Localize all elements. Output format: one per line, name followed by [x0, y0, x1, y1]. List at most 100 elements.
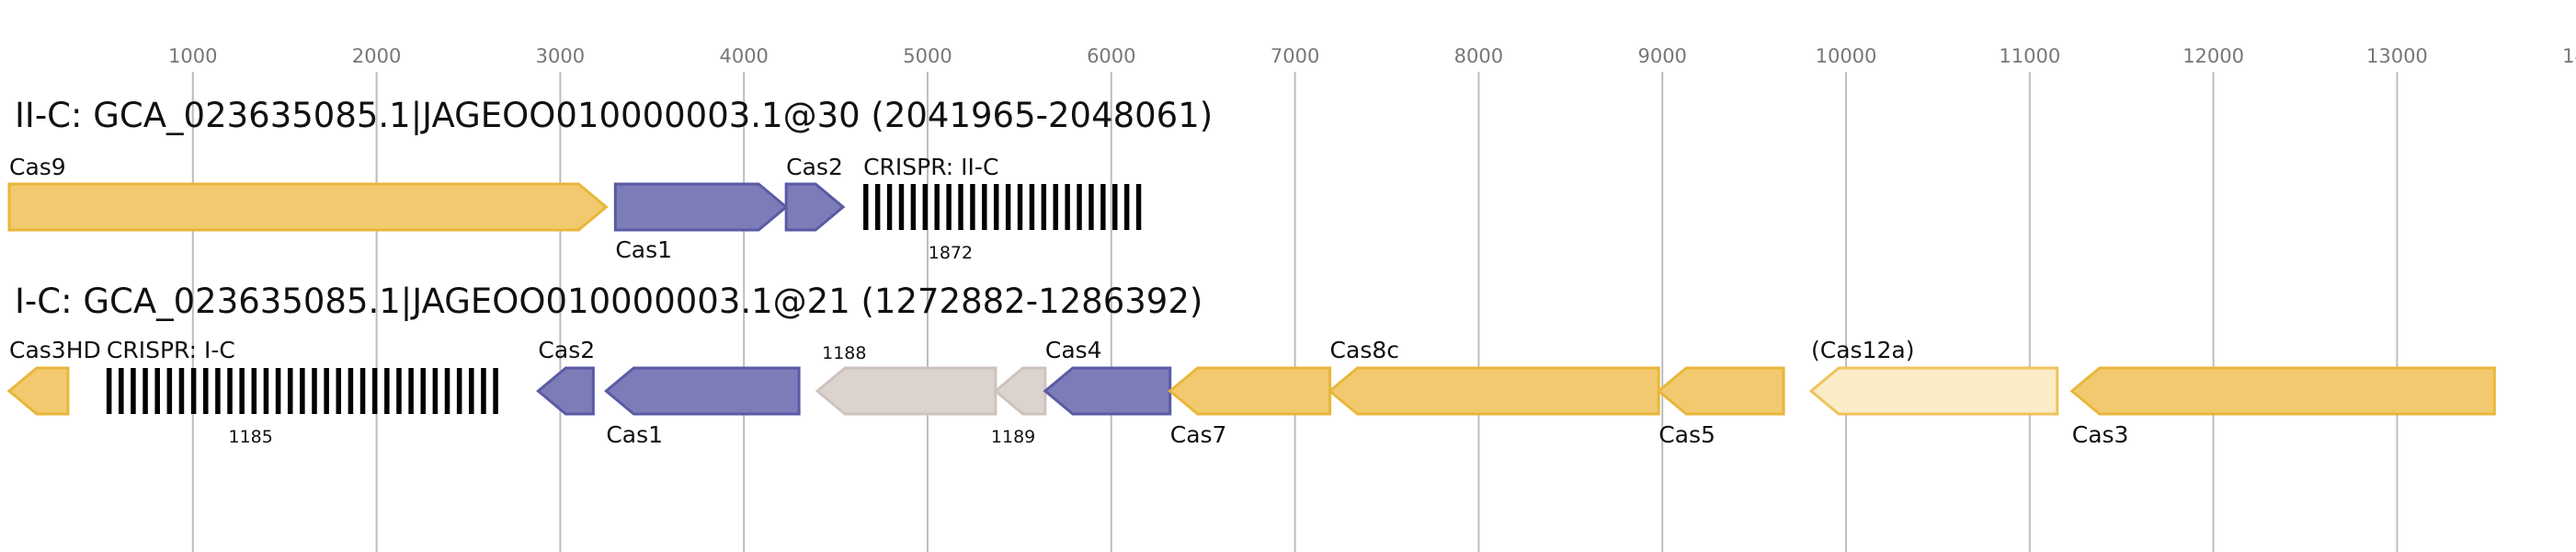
gene-label: 1189	[991, 427, 1035, 447]
crispr-spacer-bar	[1065, 184, 1070, 230]
crispr-spacer-bar	[481, 368, 486, 414]
locus-title: II-C: GCA_023635085.1|JAGEOO010000003.1@…	[15, 96, 1213, 135]
crispr-spacer-bar	[958, 184, 963, 230]
gene-arrow	[613, 182, 789, 232]
crispr-spacer-bar	[348, 368, 354, 414]
crispr-spacer-bar	[910, 184, 917, 230]
crispr-spacer-bar	[359, 368, 366, 414]
locus-title: I-C: GCA_023635085.1|JAGEOO010000003.1@2…	[15, 282, 1203, 321]
axis-tick-label: 13000	[2366, 45, 2428, 67]
crispr-spacer-bar	[142, 368, 148, 414]
axis-tick-label: 4000	[719, 45, 768, 67]
crispr-spacer-bar	[1112, 184, 1118, 230]
crispr-spacer-bar	[215, 368, 221, 414]
axis-tick-label: 140	[2562, 45, 2576, 67]
crispr-spacer-bar	[898, 184, 905, 230]
crispr-spacer-bar	[994, 184, 999, 230]
crispr-spacer-bar	[190, 368, 197, 414]
axis-tick-label: 12000	[2183, 45, 2244, 67]
crispr-spacer-bar	[1053, 184, 1058, 230]
axis-tick-label: 11000	[1999, 45, 2060, 67]
gene-label: Cas3	[2072, 421, 2129, 448]
crispr-array-id: 1872	[929, 243, 973, 263]
gene-arrow	[1656, 366, 1785, 416]
axis-tick-label: 9000	[1637, 45, 1686, 67]
crispr-spacer-bar	[493, 368, 498, 414]
gene-label: Cas5	[1658, 421, 1715, 448]
crispr-spacer-bar	[432, 368, 439, 414]
gene-label: Cas9	[9, 154, 66, 180]
locus-row-i-c: I-C: GCA_023635085.1|JAGEOO010000003.1@2…	[6, 282, 2496, 448]
gene-label: Cas1	[615, 236, 672, 263]
crispr-spacer-bar	[1029, 184, 1035, 230]
crispr-array-label: CRISPR: II-C	[863, 154, 998, 180]
gene-arrow	[604, 366, 801, 416]
axis-tick-label: 8000	[1454, 45, 1503, 67]
crispr-spacer-bar	[886, 184, 893, 230]
gene-label: Cas1	[606, 421, 663, 448]
axis-tick-label: 5000	[903, 45, 952, 67]
gene-arrow	[1168, 366, 1332, 416]
crispr-spacer-bar	[1100, 184, 1106, 230]
gene-arrow	[1043, 366, 1172, 416]
crispr-spacer-bar	[863, 184, 869, 230]
crispr-spacer-bar	[1017, 184, 1023, 230]
crispr-spacer-bar	[946, 184, 952, 230]
crispr-spacer-bar	[166, 368, 173, 414]
gene-arrow	[784, 182, 846, 232]
crispr-spacer-bar	[469, 368, 474, 414]
axis-tick-label: 2000	[352, 45, 401, 67]
crispr-spacer-bar	[227, 368, 233, 414]
gene-label: Cas2	[538, 337, 595, 363]
crispr-spacer-bar	[154, 368, 160, 414]
crispr-spacer-bar	[263, 368, 269, 414]
crispr-spacer-bar	[275, 368, 281, 414]
crispr-spacer-bar	[336, 368, 342, 414]
crispr-spacer-bar	[456, 368, 462, 414]
crispr-spacer-bar	[324, 368, 329, 414]
crispr-spacer-bar	[371, 368, 378, 414]
gene-arrow	[1328, 366, 1660, 416]
gene-arrow	[6, 366, 70, 416]
crispr-spacer-bar	[239, 368, 245, 414]
gene-arrow	[2069, 366, 2496, 416]
gene-label: Cas4	[1045, 337, 1102, 363]
crispr-spacer-bar	[1135, 184, 1142, 230]
crispr-spacer-bar	[1077, 184, 1082, 230]
gene-arrow	[815, 366, 997, 416]
axis-tick-label: 7000	[1271, 45, 1319, 67]
crispr-spacer-bar	[408, 368, 414, 414]
crispr-spacer-bar	[1123, 184, 1130, 230]
crispr-array-label: CRISPR: I-C	[107, 337, 235, 363]
gene-label: Cas8c	[1330, 337, 1399, 363]
crispr-spacer-bar	[384, 368, 390, 414]
crispr-spacer-bar	[312, 368, 317, 414]
crispr-spacer-bar	[420, 368, 427, 414]
crispr-spacer-bar	[300, 368, 305, 414]
crispr-spacer-bar	[874, 184, 881, 230]
crispr-spacer-bar	[922, 184, 929, 230]
crispr-spacer-bar	[444, 368, 450, 414]
axis-tick-label: 6000	[1087, 45, 1135, 67]
gene-label: Cas2	[786, 154, 843, 180]
gene-label: 1188	[822, 343, 866, 363]
crispr-spacer-bar	[251, 368, 257, 414]
locus-row-ii-c: II-C: GCA_023635085.1|JAGEOO010000003.1@…	[7, 96, 1213, 263]
crispr-spacer-bar	[1041, 184, 1047, 230]
axis-tick-label: 1000	[168, 45, 217, 67]
gene-arrow	[7, 182, 609, 232]
gene-label: Cas7	[1170, 421, 1227, 448]
crispr-spacer-bar	[119, 368, 124, 414]
crispr-spacer-bar	[178, 368, 185, 414]
crispr-spacer-bar	[1089, 184, 1094, 230]
gene-label: (Cas12a)	[1811, 337, 1914, 363]
gene-label: Cas3HD	[9, 337, 101, 363]
crispr-spacer-bar	[396, 368, 402, 414]
crispr-spacer-bar	[1005, 184, 1011, 230]
crispr-spacer-bar	[131, 368, 136, 414]
crispr-spacer-bar	[982, 184, 987, 230]
